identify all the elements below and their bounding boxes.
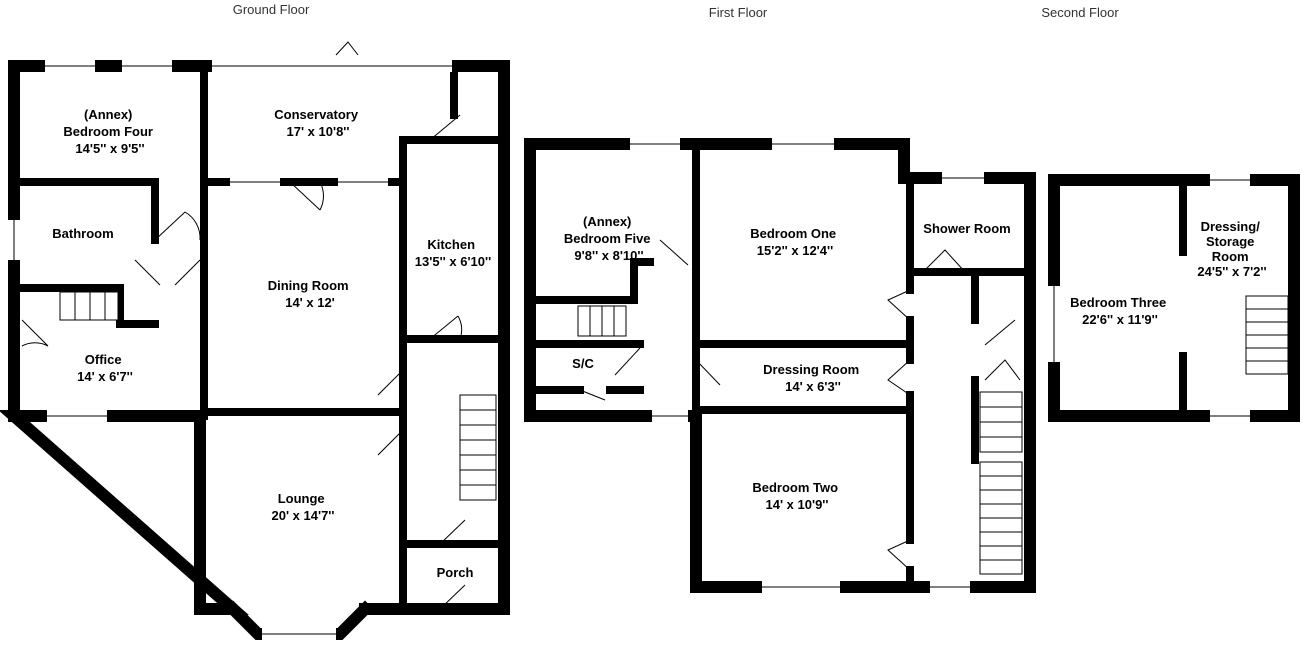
ground-stairs — [59, 291, 497, 501]
doors-dressing — [695, 359, 911, 396]
first-floor-plan — [524, 138, 1036, 593]
room-dressing-storage: Dressing/ Storage Room 24'5'' x 7'2'' — [1197, 219, 1266, 279]
doors-porch — [439, 519, 466, 610]
room-porch: Porch — [437, 565, 474, 580]
door-bedroom2 — [887, 539, 911, 571]
door-bathroom — [134, 259, 201, 286]
room-lounge: Lounge 20' x 14'7'' — [272, 491, 335, 523]
door-kitchen — [429, 315, 463, 340]
door-conservatory — [335, 41, 359, 56]
room-dressing-room: Dressing Room 14' x 6'3'' — [763, 362, 863, 394]
room-shower-room: Shower Room — [923, 221, 1010, 236]
door-shower — [919, 249, 966, 276]
ground-wall-bedroom4-south — [10, 178, 159, 244]
door-kitchen-back — [429, 114, 461, 141]
room-bedroom-four: (Annex) Bedroom Four 14'5'' x 9'5'' — [63, 107, 156, 156]
room-bathroom: Bathroom — [52, 226, 113, 241]
door-bedroom1 — [887, 289, 911, 321]
door-dining-conservatory — [289, 181, 324, 211]
door-bedroom4 — [154, 211, 201, 241]
room-sc: S/C — [572, 356, 594, 371]
ground-wall-bathroom-south — [10, 284, 159, 328]
room-bedroom-one: Bedroom One 15'2'' x 12'4'' — [750, 226, 840, 258]
room-bedroom-five: (Annex) Bedroom Five 9'8'' x 8'10'' — [564, 214, 654, 263]
first-stairs — [577, 305, 1023, 575]
doors-hall — [377, 369, 404, 456]
ground-floor-plan — [0, 41, 510, 640]
door-bedroom5 — [659, 239, 689, 266]
first-wall-bedroom5-south — [526, 258, 654, 304]
second-floor-plan — [1048, 174, 1300, 422]
room-dining-room: Dining Room 14' x 12' — [268, 278, 353, 310]
ground-wall-dining-north — [200, 178, 508, 343]
first-floor-title: First Floor — [709, 5, 768, 20]
room-kitchen: Kitchen 13'5'' x 6'10'' — [415, 237, 491, 269]
second-stairs — [1245, 295, 1289, 375]
door-sc — [579, 347, 641, 401]
door-office — [21, 319, 49, 347]
room-bedroom-three: Bedroom Three 22'6'' x 11'9'' — [1070, 295, 1170, 327]
doors-landing — [984, 319, 1021, 381]
room-conservatory: Conservatory 17' x 10'8'' — [274, 107, 361, 139]
room-office: Office 14' x 6'7'' — [77, 352, 133, 384]
room-bedroom-two: Bedroom Two 14' x 10'9'' — [752, 480, 841, 512]
second-floor-title: Second Floor — [1041, 5, 1119, 20]
ground-floor-title: Ground Floor — [233, 2, 310, 17]
